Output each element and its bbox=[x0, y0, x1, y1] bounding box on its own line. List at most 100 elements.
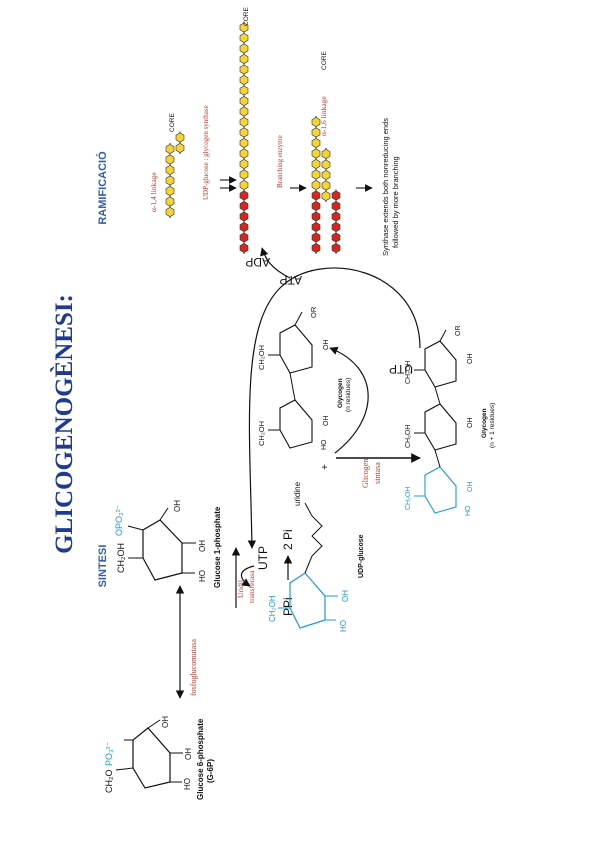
uridil-transferasa-label-2: transferasa bbox=[247, 570, 256, 603]
glycogen-n1-ch2oh-3: CH₂OH bbox=[405, 361, 412, 384]
g1p-oh-label-2: OH bbox=[173, 500, 182, 512]
g6p-oh-label-1: OH bbox=[184, 748, 193, 760]
utp-loop-arc bbox=[247, 267, 421, 549]
chain-2-residue bbox=[239, 64, 249, 75]
glicogen-sintasa-label-2: sintasa bbox=[373, 462, 382, 484]
g1p-ch2oh-label: CH₂OH bbox=[116, 543, 126, 573]
chain-2-residue bbox=[239, 243, 249, 253]
section-sintesi: SINTESI bbox=[97, 545, 109, 588]
udpglc-ch2oh-label: CH₂OH bbox=[268, 595, 277, 622]
chain-2-residue bbox=[239, 232, 249, 243]
core-label-3: CORE bbox=[321, 51, 328, 70]
udp-glucose-structure bbox=[278, 502, 338, 629]
chain-2-residue bbox=[239, 43, 249, 54]
glycogen-n1-or: OR bbox=[455, 326, 462, 337]
chain-3-red-branch-residue bbox=[331, 190, 341, 201]
glucose-6-phosphate-structure bbox=[115, 719, 183, 789]
chain-2-residue bbox=[239, 117, 249, 127]
g6p-name: Glucose 6-phosphate bbox=[196, 718, 205, 800]
udpglc-oh-label: OH bbox=[341, 590, 350, 602]
chain-3-red-branch-residue bbox=[331, 232, 341, 243]
chain-3-residue bbox=[311, 180, 321, 190]
g6p-oh-label-2: OH bbox=[161, 716, 170, 728]
glycogen-n1-name: Glycogen bbox=[481, 408, 488, 438]
chain-2-residue bbox=[239, 85, 249, 96]
chain-1-branch-residue bbox=[175, 143, 185, 153]
section-ramificacio: RAMIFICACIÓ bbox=[96, 151, 109, 225]
fosfoglucomutasa-label: fosfoglucomutasa bbox=[189, 639, 198, 696]
chain-3-residue bbox=[311, 127, 321, 138]
branching-enzyme-label: Branching enzyme bbox=[276, 135, 284, 188]
synthase-note-1: Synthase extends both nonreducing ends bbox=[381, 118, 390, 256]
glycogen-n1-ho: HO bbox=[465, 505, 472, 516]
chain-3-residue bbox=[311, 169, 321, 180]
chain-3-residue bbox=[311, 190, 321, 201]
chain-1-residue bbox=[165, 175, 175, 186]
glycogen-n1-structure bbox=[414, 329, 457, 514]
chain-2-residue bbox=[239, 159, 249, 169]
glycogen-n-ho: HO bbox=[321, 439, 328, 450]
chain-1-residue bbox=[165, 165, 175, 175]
chain-3-branch-residue bbox=[321, 180, 331, 191]
chain-2-residue bbox=[239, 75, 249, 85]
chain-3-residue bbox=[311, 148, 321, 159]
glycogen-n-structure bbox=[268, 311, 313, 449]
glycogen-n-oh-1: OH bbox=[323, 416, 330, 427]
glycogen-n-subname: (n residues) bbox=[345, 378, 352, 412]
chain-3-residue bbox=[311, 222, 321, 232]
glycogen-n1-oh-2: OH bbox=[467, 418, 474, 429]
adp-atp-curve bbox=[260, 247, 291, 279]
chain-3-residue bbox=[311, 211, 321, 222]
udpglc-ho-label: HO bbox=[339, 620, 348, 632]
plus-sign: + bbox=[320, 464, 331, 470]
glucose-1-phosphate-structure bbox=[127, 507, 196, 581]
core-label-1: CORE bbox=[169, 113, 176, 132]
g1p-name: Glucose 1-phosphate bbox=[213, 506, 222, 588]
g1p-oh-label-1: OH bbox=[198, 540, 207, 552]
chain-2-residue bbox=[239, 127, 249, 138]
g6p-ch2o-label: CH₂O bbox=[104, 770, 114, 794]
atp-label: ATP bbox=[280, 273, 302, 287]
chain-3-red-branch-residue bbox=[331, 222, 341, 232]
adp-label: ADP bbox=[245, 255, 270, 269]
glycogen-n1-ch2oh-1: CH₂OH bbox=[405, 487, 412, 510]
uridil-transferasa-label-1: Uridil bbox=[236, 580, 245, 598]
two-pi-label: 2 Pi bbox=[281, 529, 295, 550]
chain-2-residue bbox=[239, 33, 249, 43]
chain-3-branch-residue bbox=[321, 170, 331, 180]
synthase-note-2: followed by more branching bbox=[391, 156, 400, 248]
chain-2-residue bbox=[239, 22, 249, 33]
chain-1-residue bbox=[165, 196, 175, 207]
chain-2-residue bbox=[239, 106, 249, 117]
chain-2-residue bbox=[239, 54, 249, 64]
chain-3-red-branch-residue bbox=[331, 201, 341, 211]
branching-chains bbox=[165, 21, 341, 254]
glycogen-n1-oh-3: OH bbox=[467, 354, 474, 365]
chain-2-residue bbox=[239, 169, 249, 180]
page-title: GLICOGENOGÈNESI: bbox=[50, 294, 78, 554]
utp-input-label: UTP bbox=[256, 546, 270, 570]
chain-1-residue bbox=[165, 144, 175, 154]
chain-2-residue bbox=[239, 180, 249, 190]
utp-label: UTP bbox=[389, 362, 413, 376]
g1p-ho-label: HO bbox=[198, 570, 207, 582]
chain-3-residue bbox=[311, 117, 321, 127]
chain-1-residue bbox=[165, 154, 175, 165]
chain-3-residue bbox=[311, 159, 321, 169]
chain-1-residue bbox=[165, 186, 175, 196]
chain-3-residue bbox=[311, 243, 321, 253]
alpha-14-linkage-label: α-1,4 linkage bbox=[149, 172, 158, 212]
udp-glucose-synthase-label: UDP-glucose : glycogen synthase bbox=[202, 105, 210, 200]
chain-3-branch-residue bbox=[321, 191, 331, 201]
chain-2-residue bbox=[239, 201, 249, 211]
chain-2-residue bbox=[239, 138, 249, 148]
chain-1-residue bbox=[165, 207, 175, 217]
chain-3-red-branch-residue bbox=[331, 211, 341, 222]
glycogen-n1-ch2oh-2: CH₂OH bbox=[405, 425, 412, 448]
glycogen-n-oh-2: OH bbox=[323, 340, 330, 351]
chain-3-residue bbox=[311, 138, 321, 148]
glicogen-sintasa-label-1: Glicogen bbox=[361, 459, 370, 488]
glycogen-n-ch2oh-1: CH₂OH bbox=[257, 421, 266, 446]
